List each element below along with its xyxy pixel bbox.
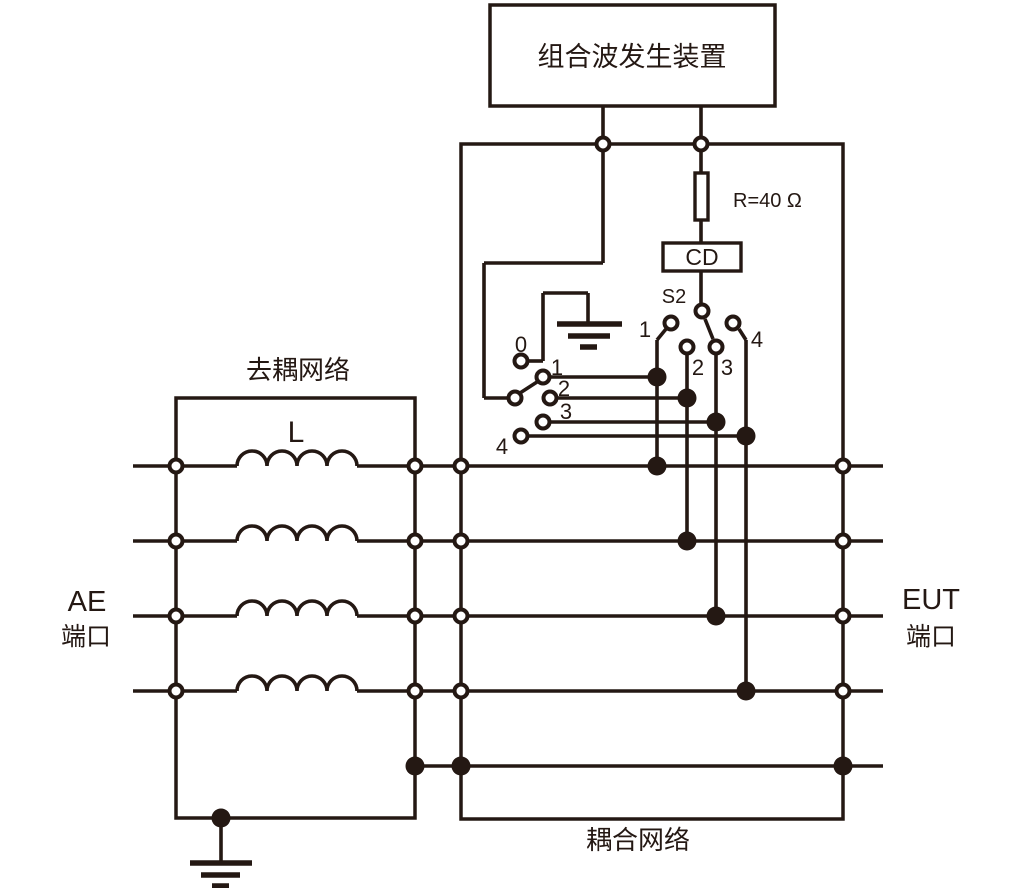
decoupling-network-label: 去耦网络 (246, 355, 350, 385)
terminal-circle (452, 607, 470, 625)
s1-blade (519, 380, 538, 395)
junction-dot (706, 606, 726, 626)
s2-contact-3 (707, 338, 725, 356)
s2-blade (703, 318, 715, 340)
ae-port-line1: AE (68, 586, 107, 618)
s2-contact1-label: 1 (639, 317, 651, 342)
inductor-coil-line2 (235, 524, 359, 542)
terminal-circle (834, 682, 852, 700)
eut-port-label: EUT 端口 (902, 584, 960, 651)
terminal-circle (167, 682, 185, 700)
junction-dot (736, 426, 756, 446)
terminal-circle (406, 457, 424, 475)
junction-dot (211, 808, 231, 828)
junction-dots (211, 367, 853, 828)
bus-lines (133, 464, 883, 768)
s2-contact-2 (678, 338, 696, 356)
resistor-label: R=40 Ω (733, 190, 802, 212)
terminal-circle (406, 607, 424, 625)
terminal-circle (692, 135, 710, 153)
ae-port-label: AE 端口 (61, 586, 111, 651)
coupling-network-box (459, 142, 845, 821)
junction-dot (736, 681, 756, 701)
s2-contact4-lead (737, 328, 748, 341)
eut-port-line2: 端口 (906, 623, 956, 651)
s1-contact3-label: 3 (560, 399, 572, 424)
terminal-circle (452, 532, 470, 550)
terminal-circles (167, 135, 852, 700)
s2-contact2-label: 2 (692, 355, 704, 380)
terminal-circle (167, 607, 185, 625)
generator-label: 组合波发生装置 (538, 42, 727, 72)
terminal-circle (452, 457, 470, 475)
junction-dot (647, 456, 667, 476)
switch-s1: 0 1 2 3 4 (496, 291, 746, 459)
generator-leads (482, 106, 703, 400)
s1-contact4-label: 4 (496, 434, 508, 459)
switch-s2: S2 1 2 3 4 (639, 286, 763, 691)
junction-dot (833, 756, 853, 776)
terminal-circle (167, 457, 185, 475)
s1-contact-4 (512, 427, 530, 445)
ae-port-line2: 端口 (61, 623, 111, 651)
cd-label: CD (685, 244, 718, 270)
s2-contact-4 (724, 314, 742, 332)
terminal-circle (406, 682, 424, 700)
s1-pole-contact (506, 389, 524, 407)
generator-box (488, 3, 777, 108)
switch-s2-label: S2 (662, 286, 686, 308)
s2-contact-1 (662, 314, 680, 332)
s1-contact1-label: 1 (551, 355, 563, 380)
junction-dot (677, 531, 697, 551)
combination-wave-generator: 组合波发生装置 (488, 3, 777, 108)
inductor-coil-line4 (235, 674, 359, 692)
terminal-circle (834, 532, 852, 550)
terminal-circle (834, 457, 852, 475)
s1-contact-0 (512, 352, 530, 370)
ground-symbol-top (557, 321, 622, 350)
decoupling-inductors (235, 449, 359, 692)
decoupling-network: 去耦网络 L (174, 355, 417, 820)
inductor-label: L (288, 416, 305, 449)
s1-contact0-label: 0 (515, 332, 527, 357)
s1-contact-1 (534, 368, 552, 386)
s2-contact1-lead (655, 327, 668, 342)
terminal-circle (834, 607, 852, 625)
junction-dot (706, 412, 726, 432)
inductor-coil-line3 (235, 599, 359, 617)
coupling-network-label: 耦合网络 (586, 825, 690, 855)
s2-contact4-label: 4 (751, 327, 763, 352)
inductor-coil-line1 (235, 449, 359, 467)
resistor-symbol (693, 171, 710, 222)
terminal-circle (452, 682, 470, 700)
junction-dot (405, 756, 425, 776)
terminal-circle (167, 532, 185, 550)
junction-dot (451, 756, 471, 776)
s2-pole-contact (693, 302, 711, 320)
s1-contact-3 (534, 413, 552, 431)
s1-contact2-label: 2 (558, 376, 570, 401)
eut-port-line1: EUT (902, 584, 960, 616)
s1-contact-2 (541, 389, 559, 407)
junction-dot (677, 388, 697, 408)
ground-symbol-bottom (190, 818, 252, 888)
surge-branch: R=40 Ω CD (661, 171, 802, 304)
junction-dot (647, 367, 667, 387)
coupling-network: 耦合网络 (459, 142, 845, 855)
s2-contact3-label: 3 (721, 355, 733, 380)
terminal-circle (594, 135, 612, 153)
terminal-circle (406, 532, 424, 550)
